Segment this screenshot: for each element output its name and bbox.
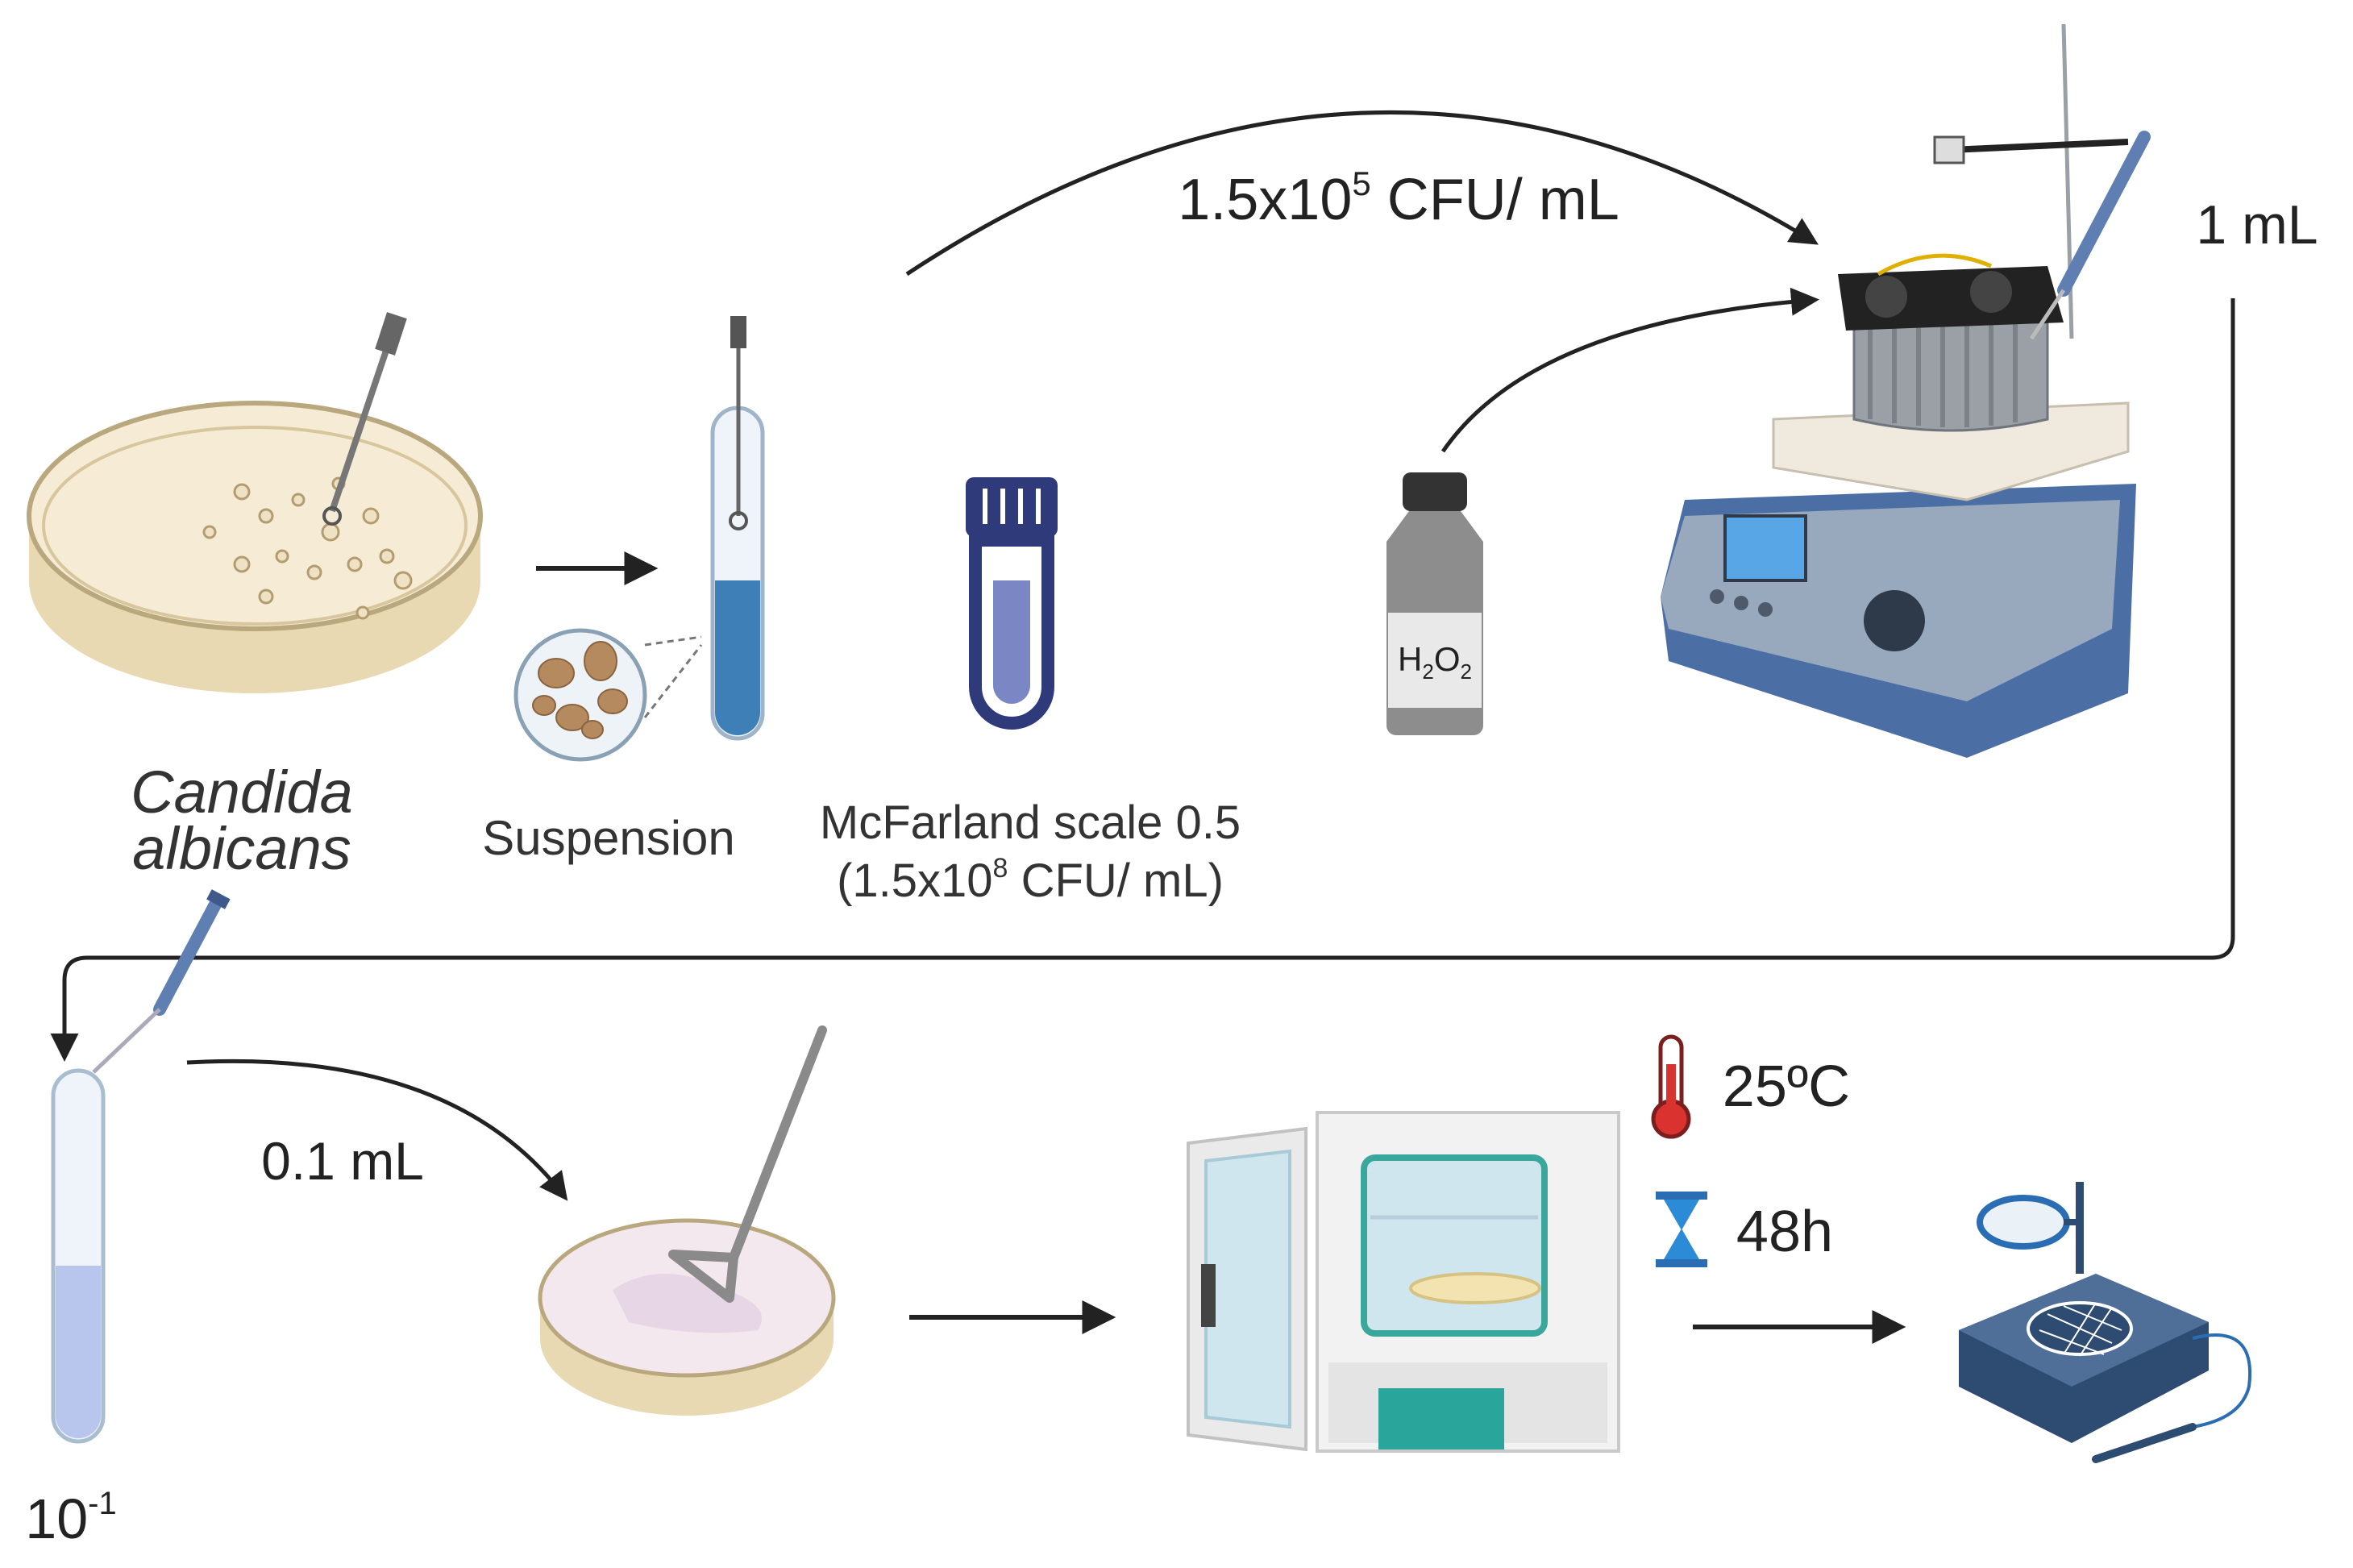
pipette-icon bbox=[92, 889, 231, 1074]
h2o2-bottle-icon bbox=[1386, 472, 1483, 735]
petri-dish-culture-icon bbox=[27, 312, 483, 693]
dilution-factor-label: 10-1 bbox=[25, 1486, 116, 1550]
plating-volume-label: 0.1 mL bbox=[261, 1131, 424, 1191]
reactor-hotplate-stirrer-icon bbox=[1661, 23, 2151, 758]
suspension-tube-icon bbox=[710, 316, 765, 741]
thermometer-icon bbox=[1651, 1034, 1691, 1139]
sample-volume-label: 1 mL bbox=[2196, 194, 2318, 256]
temperature-label: 25ºC bbox=[1723, 1054, 1850, 1119]
arrow-reactor-to-dilution bbox=[50, 298, 2235, 1062]
time-label: 48h bbox=[1736, 1200, 1833, 1264]
colony-counter-icon bbox=[1959, 1182, 2252, 1463]
arrow-h2o2-to-reactor bbox=[1440, 287, 1819, 453]
hourglass-icon bbox=[1656, 1192, 1707, 1267]
mcfarland-label-line2: (1.5x108 CFU/ mL) bbox=[837, 853, 1224, 907]
inoculum-concentration-label: 1.5x105 CFU/ mL bbox=[1178, 164, 1619, 232]
mcfarland-label-line1: McFarland scale 0.5 bbox=[820, 796, 1241, 849]
mcfarland-tube-icon bbox=[966, 477, 1058, 730]
organism-name-line1: Candida bbox=[131, 759, 353, 826]
dilution-tube-icon bbox=[51, 1068, 106, 1444]
arrow-dilution-to-plate bbox=[186, 1059, 568, 1201]
h2o2-label: H2O2 bbox=[1398, 640, 1472, 684]
yeast-cells-magnifier-icon bbox=[513, 628, 703, 762]
incubator-icon bbox=[1187, 1111, 1620, 1453]
spread-plate-icon bbox=[538, 1025, 836, 1416]
suspension-label: Suspension bbox=[482, 811, 735, 865]
arrow-inoculum-to-reactor bbox=[905, 110, 1819, 277]
organism-name-line2: albicans bbox=[132, 815, 351, 882]
